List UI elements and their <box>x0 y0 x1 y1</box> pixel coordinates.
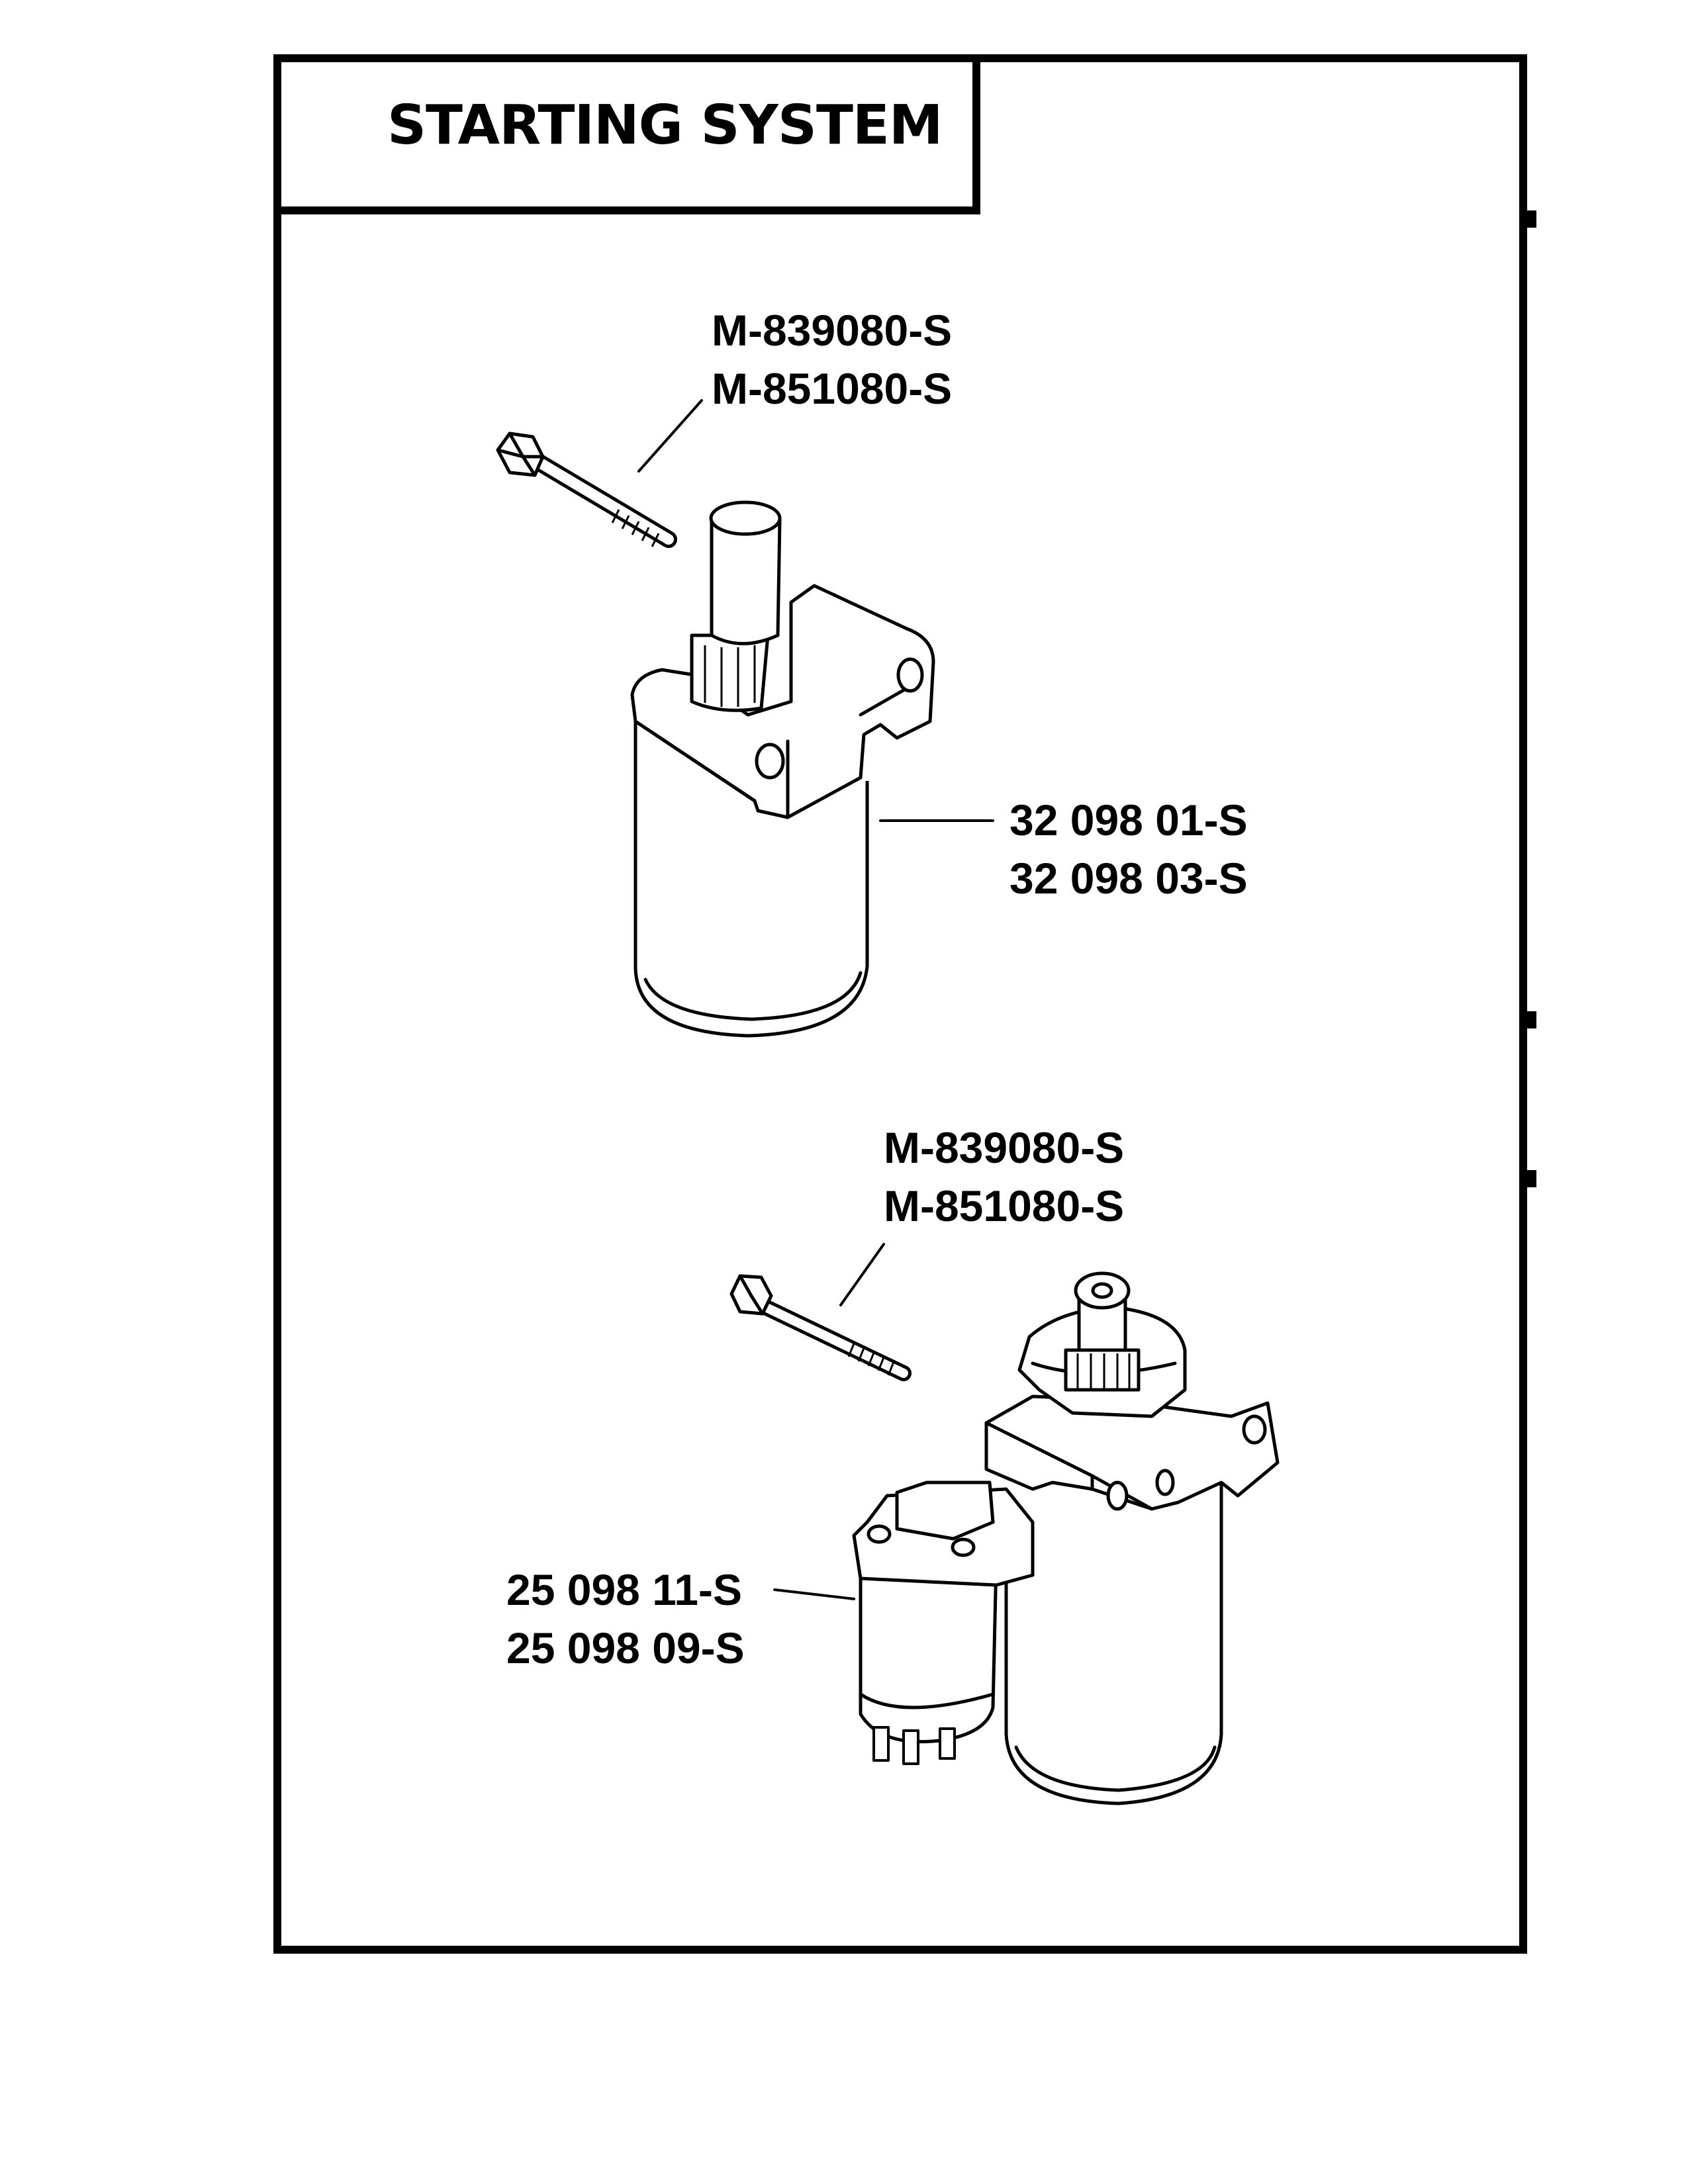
bottom-solenoid-callout: 25 098 11-S 25 098 09-S <box>506 1561 745 1677</box>
part-number: 32 098 03-S <box>1009 854 1248 903</box>
part-number: 25 098 09-S <box>506 1623 745 1672</box>
top-starter-callout: 32 098 01-S 32 098 03-S <box>1009 791 1248 907</box>
part-number: 32 098 01-S <box>1009 796 1248 844</box>
bottom-bolt-callout: M-839080-S M-851080-S <box>884 1118 1124 1235</box>
top-starter-motor-illustration <box>630 500 994 1038</box>
bottom-bolt-illustration <box>729 1243 912 1381</box>
bottom-starter-motor-illustration <box>773 1271 1280 1805</box>
part-number: M-839080-S <box>712 306 953 355</box>
frame-tick <box>1524 1170 1536 1187</box>
part-number: 25 098 11-S <box>506 1565 742 1614</box>
frame-tick <box>1524 210 1536 228</box>
part-number: M-839080-S <box>884 1123 1125 1172</box>
frame-tick <box>1524 1011 1536 1028</box>
section-title: STARTING SYSTEM <box>387 94 943 157</box>
top-bolt-callout: M-839080-S M-851080-S <box>712 301 952 418</box>
top-bolt-illustration <box>496 399 703 548</box>
part-number: M-851080-S <box>712 364 953 413</box>
part-number: M-851080-S <box>884 1181 1125 1230</box>
section-title-box: STARTING SYSTEM <box>273 54 980 214</box>
